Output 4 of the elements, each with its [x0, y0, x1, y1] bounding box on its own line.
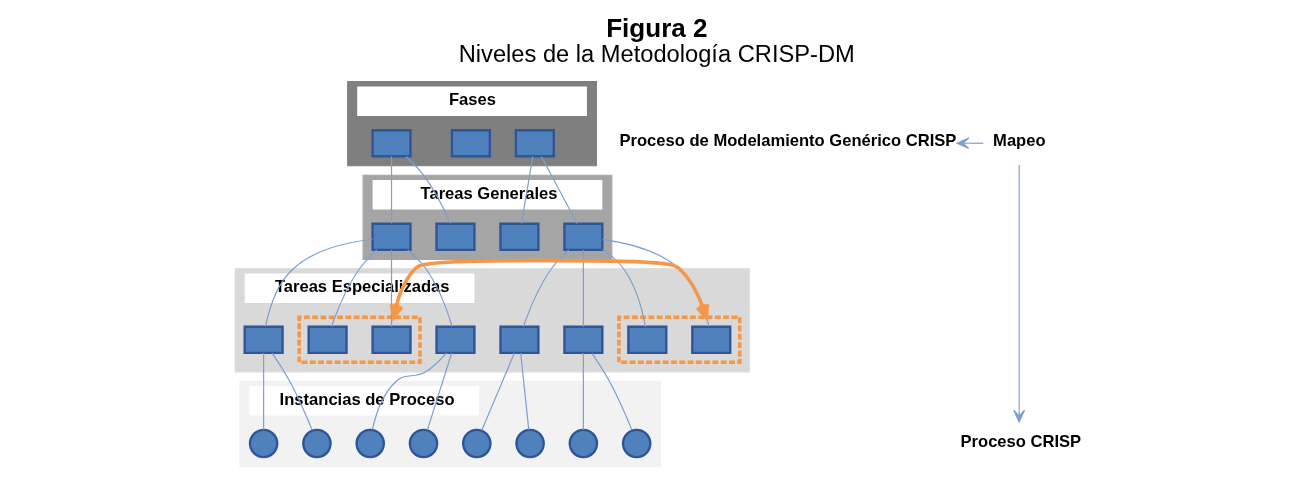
node-text: Proceso CRISP [960, 431, 1082, 451]
node-text: Mapeo [993, 131, 1046, 151]
node-text: Proceso de Modelamiento Genérico CRISP [619, 131, 957, 151]
diagram-title: Figura 2 [606, 13, 708, 44]
